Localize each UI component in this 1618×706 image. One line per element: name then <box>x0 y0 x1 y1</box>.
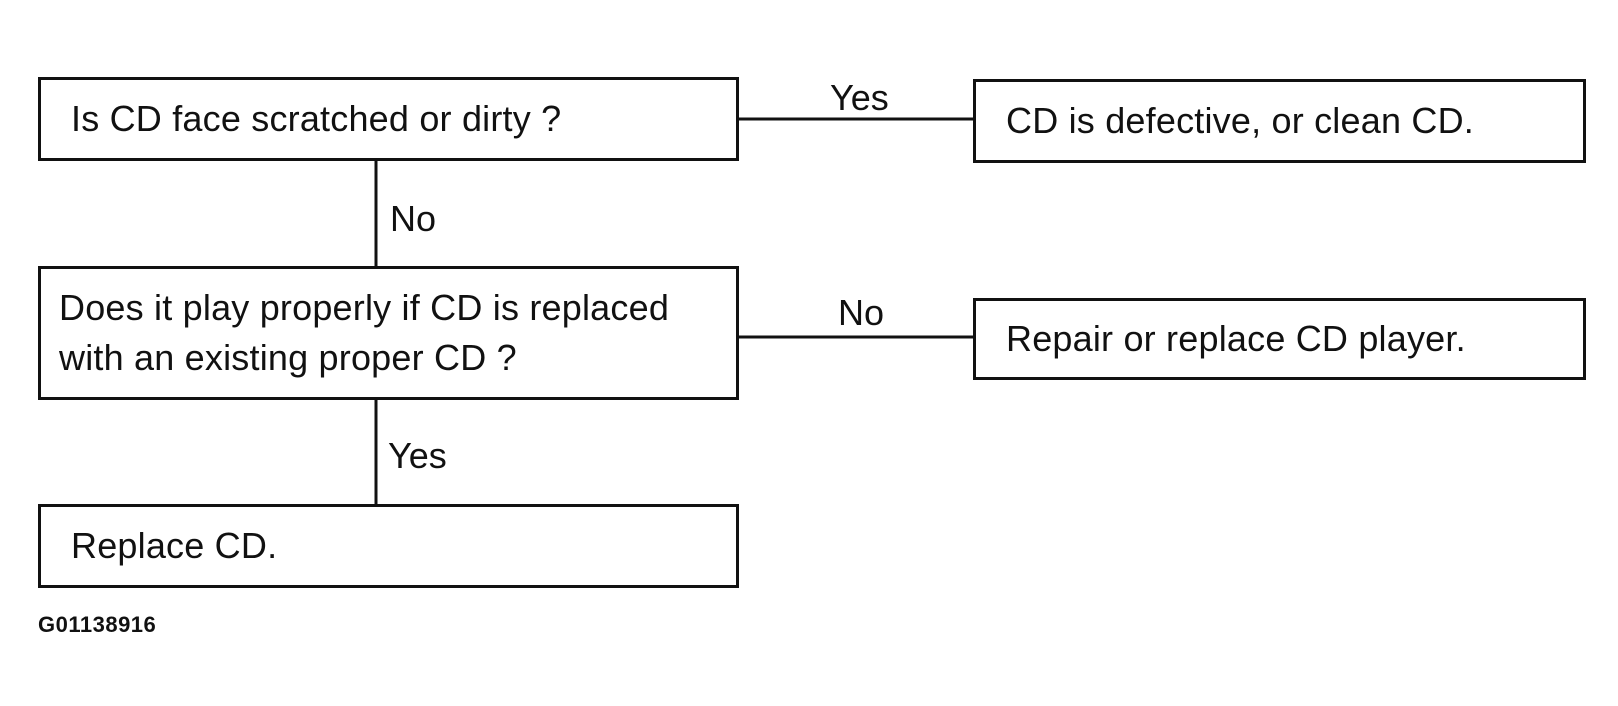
result-cd-defective-text: CD is defective, or clean CD. <box>1006 100 1474 141</box>
question-play-properly-box: Does it play properly if CD is replaced … <box>38 266 739 400</box>
result-replace-cd-box: Replace CD. <box>38 504 739 588</box>
edge-label-q2-r3: Yes <box>388 435 447 476</box>
question-play-properly-text: Does it play properly if CD is replaced … <box>59 287 670 378</box>
question-cd-face-box: Is CD face scratched or dirty ? <box>38 77 739 161</box>
edge-label-q2-r2: No <box>838 292 885 333</box>
result-replace-cd-text: Replace CD. <box>71 525 278 566</box>
question-cd-face-text: Is CD face scratched or dirty ? <box>71 98 562 139</box>
result-cd-defective-box: CD is defective, or clean CD. <box>973 79 1586 163</box>
edge-label-q1-q2: No <box>390 198 437 239</box>
result-repair-player-text: Repair or replace CD player. <box>1006 318 1466 359</box>
result-repair-player-box: Repair or replace CD player. <box>973 298 1586 380</box>
edge-label-q1-r1: Yes <box>830 77 889 118</box>
figure-id: G01138916 <box>38 612 157 637</box>
